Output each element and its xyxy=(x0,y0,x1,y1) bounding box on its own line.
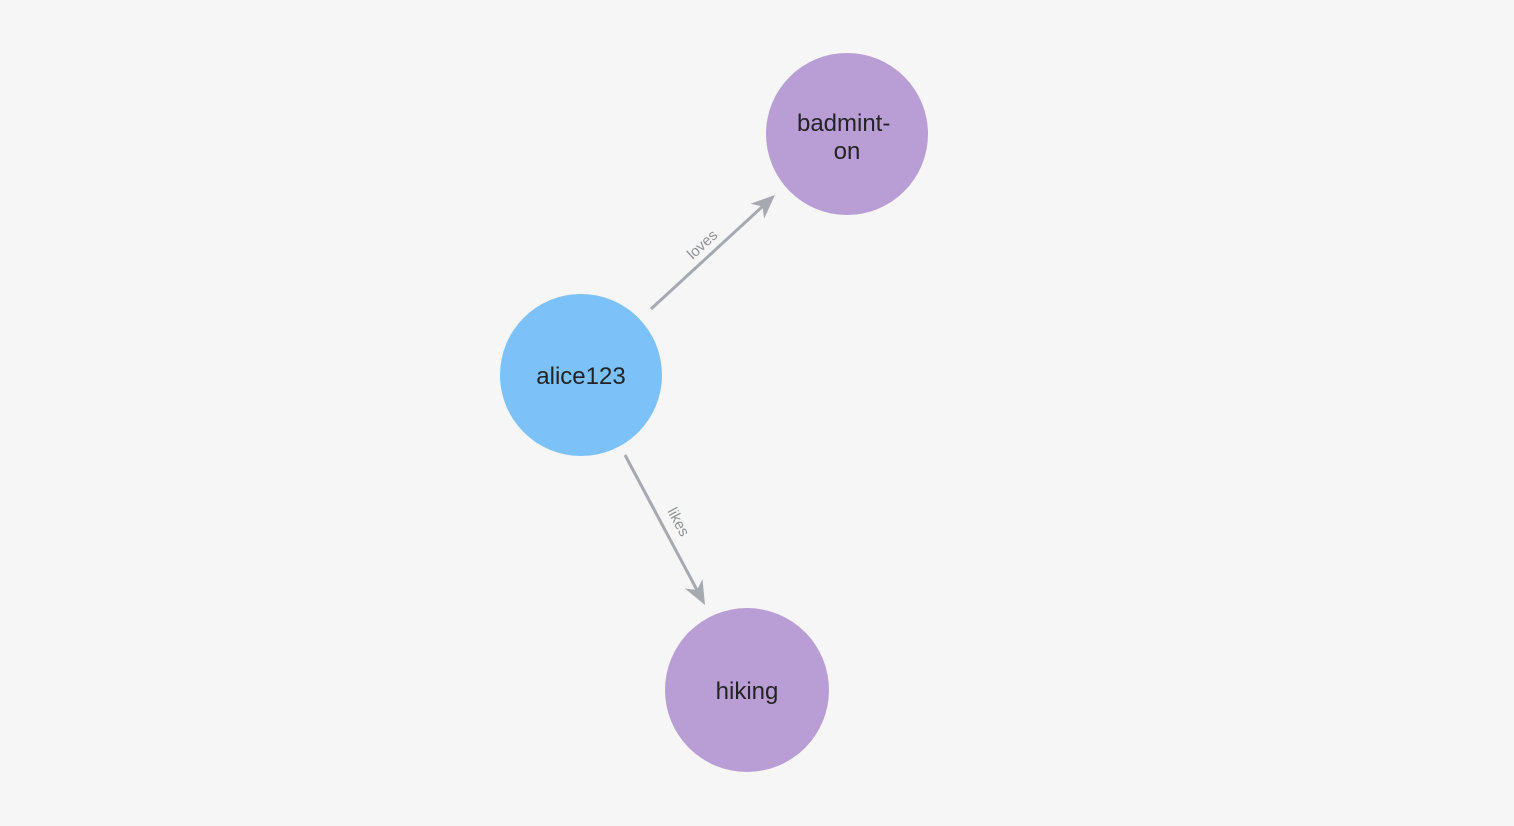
edge-likes: likes xyxy=(623,454,705,605)
edge-loves: loves xyxy=(649,195,775,311)
node-label-badminton: badmint- on xyxy=(797,110,897,165)
node-alice123[interactable]: alice123 xyxy=(500,294,662,456)
edge-label-loves: loves xyxy=(684,227,721,263)
node-circle-alice123[interactable] xyxy=(500,294,662,456)
node-hiking[interactable]: hiking xyxy=(665,608,829,772)
arrowhead-icon xyxy=(684,579,705,605)
node-circle-badminton[interactable] xyxy=(766,53,928,215)
node-label-hiking: hiking xyxy=(716,678,779,705)
node-circle-hiking[interactable] xyxy=(665,608,829,772)
edge-line-loves[interactable] xyxy=(649,204,765,311)
node-label-alice123: alice123 xyxy=(536,363,625,390)
arrowhead-icon xyxy=(750,195,775,219)
node-badminton[interactable]: badmint- on xyxy=(766,53,928,215)
edge-line-likes[interactable] xyxy=(623,454,699,591)
